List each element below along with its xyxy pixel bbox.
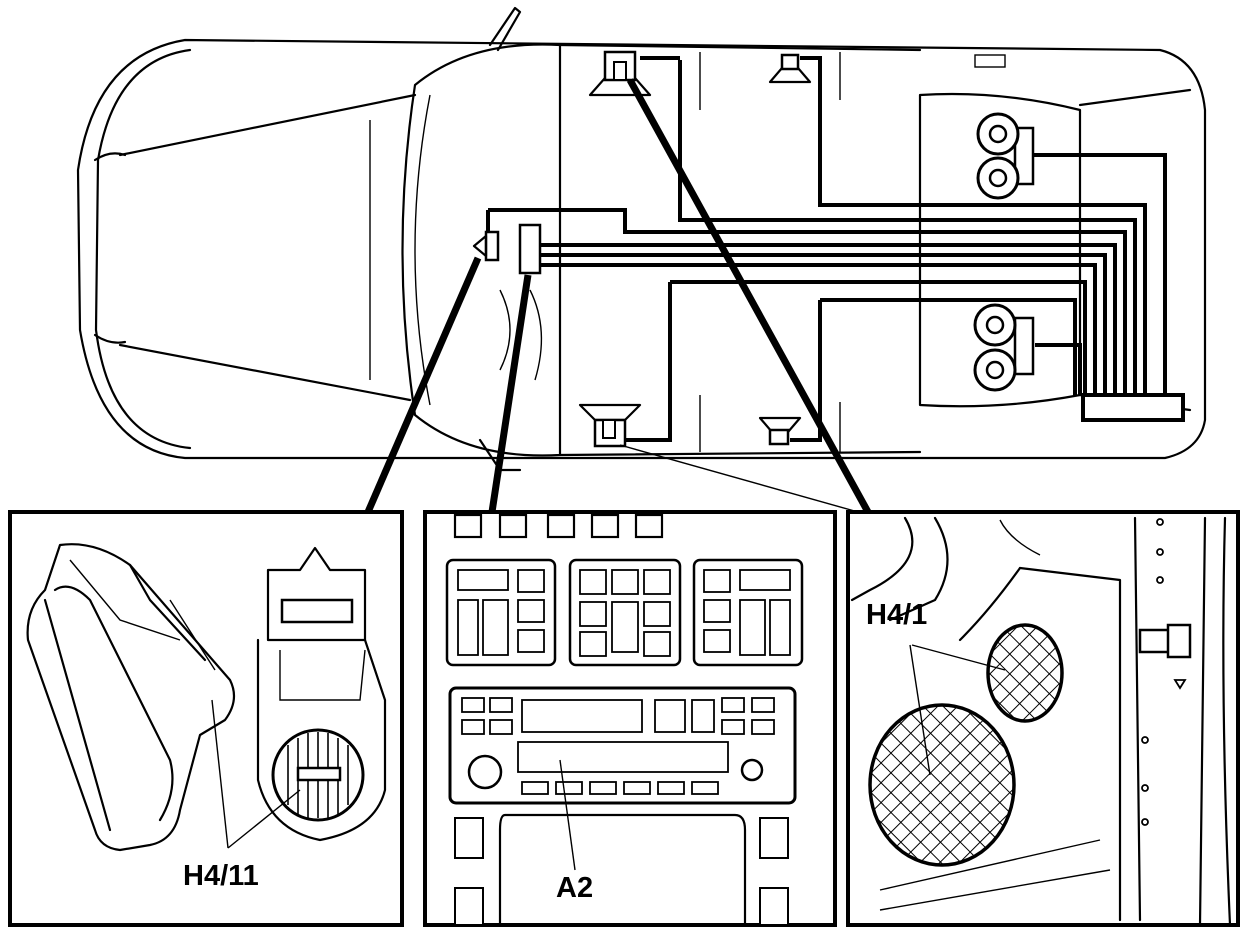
radio-unit-icon (518, 223, 542, 275)
label-a2: A2 (556, 872, 593, 904)
speaker-rear-left-icon (768, 53, 812, 84)
speaker-rear-right-icon (758, 416, 802, 446)
speaker-front-right-icon (578, 403, 642, 448)
label-h4-1: H4/1 (866, 599, 927, 631)
speaker-dashboard-icon (472, 230, 500, 262)
car-top-view (76, 6, 1207, 472)
detail-panel-front-speaker: H4/1 (846, 510, 1240, 927)
speaker-front-left-icon (588, 50, 652, 97)
rear-shelf-speakers-icon (973, 112, 1035, 392)
detail-panel-rear-speaker: H4/11 (8, 510, 404, 927)
speaker-wiring (486, 56, 1185, 442)
speaker-symbols (472, 50, 1035, 448)
speaker-grille-small-icon (986, 623, 1064, 723)
label-h4-11: H4/11 (183, 860, 259, 892)
speaker-grille-large-icon (868, 703, 1016, 867)
leader-lines (364, 78, 872, 514)
detail-panel-radio: A2 (423, 510, 837, 927)
